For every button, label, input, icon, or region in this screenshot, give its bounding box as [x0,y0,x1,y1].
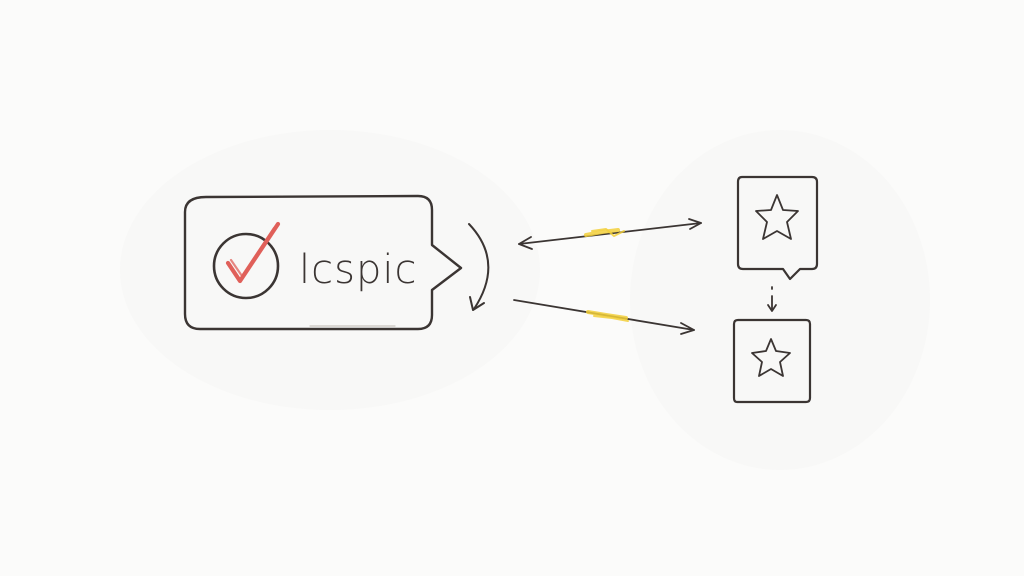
upper-connector-highlight [584,228,620,237]
star-icon [751,338,791,377]
main-node-label: lcspic [299,247,417,293]
lower-connector-highlight [586,310,628,320]
lower-connector-arrow [513,299,695,335]
main-node: lcspic [183,194,463,331]
curved-arrow [468,223,490,311]
main-node-bubble [183,194,463,331]
card-link-arrow [767,286,777,312]
bottom-star-card-frame [732,318,812,404]
check-circle-icon [212,221,281,300]
star-icon [755,194,799,240]
bottom-star-card [732,318,812,404]
top-star-card-frame [736,175,819,281]
background-washes [120,130,930,470]
upper-connector-arrow [518,218,702,250]
top-star-card [736,175,819,281]
